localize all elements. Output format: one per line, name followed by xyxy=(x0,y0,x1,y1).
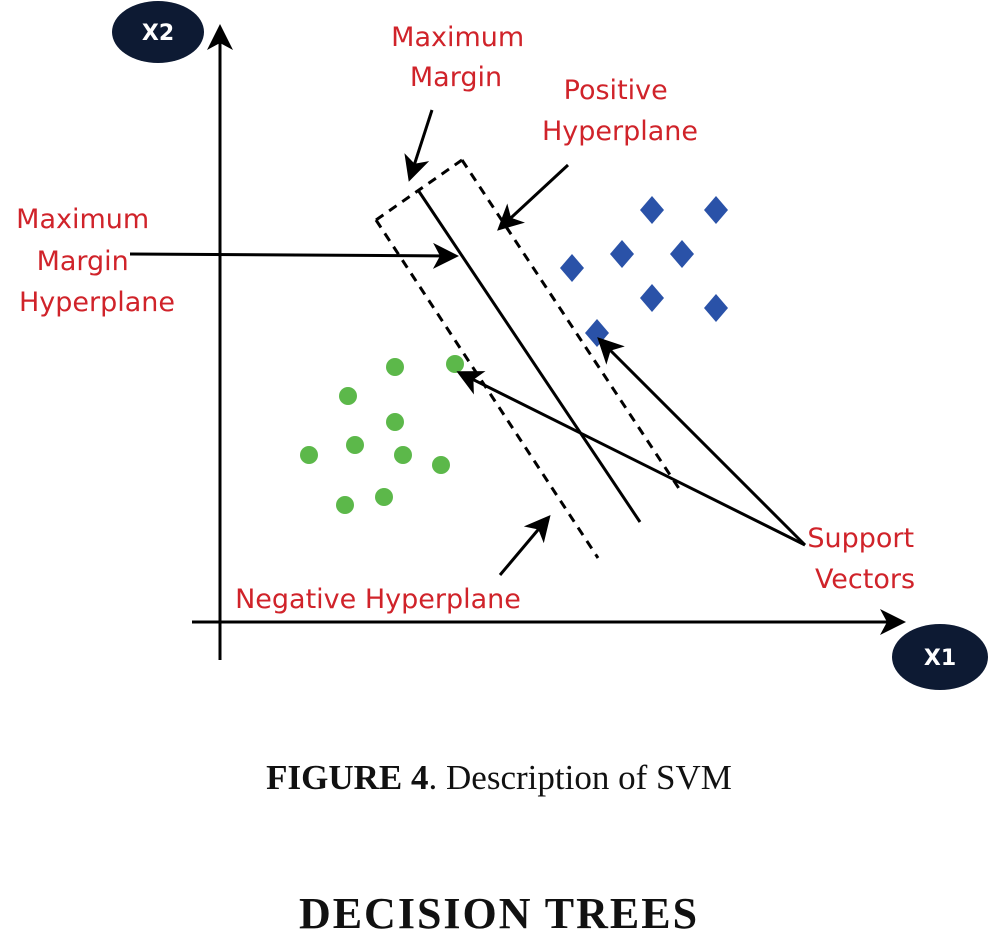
figure-caption: FIGURE 4. Description of SVM xyxy=(0,758,998,798)
x1-label: X1 xyxy=(924,646,956,671)
x2-axis-badge: X2 xyxy=(112,1,204,63)
positive-hyperplane-arrow xyxy=(497,163,570,231)
margin-box xyxy=(374,158,682,559)
negative-hyperplane-label: Negative Hyperplane xyxy=(235,584,521,615)
negative-hyperplane-arrow xyxy=(498,514,551,576)
svm-diagram: X2 X1 Maximum Margin Positive Hyperplane… xyxy=(16,1,988,690)
positive-hyperplane-label: Positive Hyperplane xyxy=(542,75,698,147)
positive-point xyxy=(704,196,728,224)
positive-point xyxy=(585,319,609,347)
support-vectors-label: Support Vectors xyxy=(807,523,922,595)
x1-axis-badge: X1 xyxy=(892,624,988,690)
section-heading: DECISION TREES xyxy=(298,889,700,938)
negative-hyperplane-line xyxy=(374,219,600,559)
positive-point xyxy=(640,196,664,224)
figure-number: FIGURE 4 xyxy=(266,758,429,797)
negative-point xyxy=(339,387,357,405)
maximum-margin-arrow xyxy=(404,109,434,182)
positive-point xyxy=(610,240,634,268)
support-vector-arrow-positive xyxy=(597,337,807,547)
negative-point xyxy=(300,446,318,464)
positive-points xyxy=(560,196,728,347)
negative-point xyxy=(446,355,464,373)
negative-point xyxy=(336,496,354,514)
negative-point xyxy=(375,488,393,506)
positive-point xyxy=(704,294,728,322)
figure-caption-text: . Description of SVM xyxy=(428,758,732,797)
positive-point xyxy=(670,240,694,268)
negative-points xyxy=(300,355,464,514)
maximum-margin-label: Maximum Margin xyxy=(391,22,533,93)
maximum-margin-hyperplane-label: Maximum Margin Hyperplane xyxy=(16,204,175,318)
support-vector-arrow-negative xyxy=(456,371,806,547)
maximum-margin-hyperplane-arrow xyxy=(129,242,459,269)
negative-point xyxy=(386,413,404,431)
x2-label: X2 xyxy=(142,21,174,46)
negative-point xyxy=(394,446,412,464)
positive-point xyxy=(560,254,584,282)
negative-point xyxy=(432,456,450,474)
negative-point xyxy=(386,358,404,376)
positive-point xyxy=(640,284,664,312)
negative-point xyxy=(346,436,364,454)
